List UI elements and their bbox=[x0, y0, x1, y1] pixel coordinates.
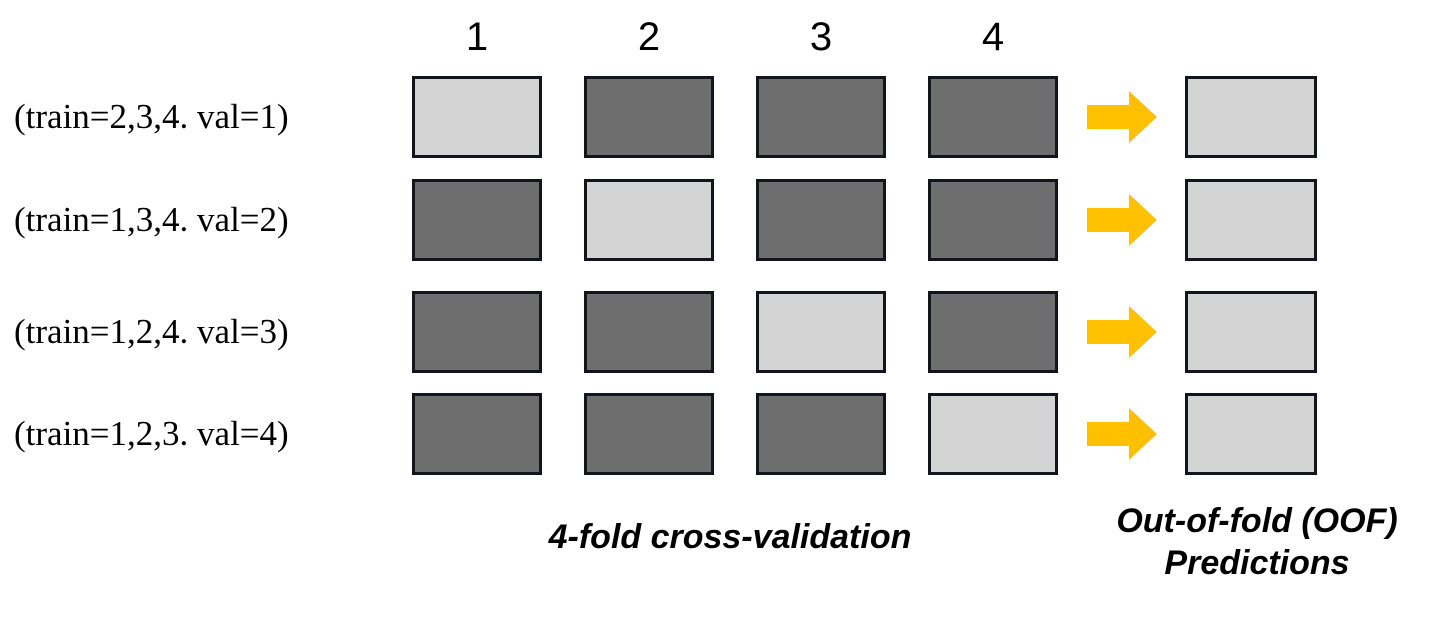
caption-oof-predictions: Out-of-fold (OOF) Predictions bbox=[1080, 500, 1434, 584]
oof-prediction-box-row-2 bbox=[1185, 179, 1317, 261]
row-label-fold-2: (train=1,3,4. val=2) bbox=[14, 200, 289, 239]
fold-box-r1c1 bbox=[412, 76, 542, 158]
fold-box-r3c2 bbox=[584, 291, 714, 373]
column-header-3: 3 bbox=[809, 15, 833, 59]
fold-box-r2c3 bbox=[756, 179, 886, 261]
fold-box-r4c4 bbox=[928, 393, 1058, 475]
fold-box-r4c3 bbox=[756, 393, 886, 475]
column-header-4: 4 bbox=[981, 15, 1005, 59]
right-arrow-icon-row-1 bbox=[1087, 91, 1157, 143]
row-label-fold-1: (train=2,3,4. val=1) bbox=[14, 97, 289, 136]
column-header-2: 2 bbox=[637, 15, 661, 59]
caption-oof-line-2: Predictions bbox=[1164, 544, 1350, 582]
fold-box-r2c2 bbox=[584, 179, 714, 261]
fold-box-r1c4 bbox=[928, 76, 1058, 158]
row-label-fold-4: (train=1,2,3. val=4) bbox=[14, 414, 289, 453]
fold-box-r3c4 bbox=[928, 291, 1058, 373]
fold-box-r3c1 bbox=[412, 291, 542, 373]
fold-box-r2c4 bbox=[928, 179, 1058, 261]
oof-prediction-box-row-1 bbox=[1185, 76, 1317, 158]
fold-box-r2c1 bbox=[412, 179, 542, 261]
row-label-fold-3: (train=1,2,4. val=3) bbox=[14, 312, 289, 351]
right-arrow-icon-row-2 bbox=[1087, 194, 1157, 246]
caption-oof-line-1: Out-of-fold (OOF) bbox=[1116, 502, 1398, 540]
fold-box-r4c2 bbox=[584, 393, 714, 475]
fold-box-r1c3 bbox=[756, 76, 886, 158]
fold-box-r3c3 bbox=[756, 291, 886, 373]
caption-cross-validation: 4-fold cross-validation bbox=[548, 518, 912, 556]
oof-prediction-box-row-4 bbox=[1185, 393, 1317, 475]
right-arrow-icon-row-3 bbox=[1087, 306, 1157, 358]
oof-prediction-box-row-3 bbox=[1185, 291, 1317, 373]
column-header-1: 1 bbox=[465, 15, 489, 59]
right-arrow-icon-row-4 bbox=[1087, 408, 1157, 460]
fold-box-r4c1 bbox=[412, 393, 542, 475]
fold-box-r1c2 bbox=[584, 76, 714, 158]
